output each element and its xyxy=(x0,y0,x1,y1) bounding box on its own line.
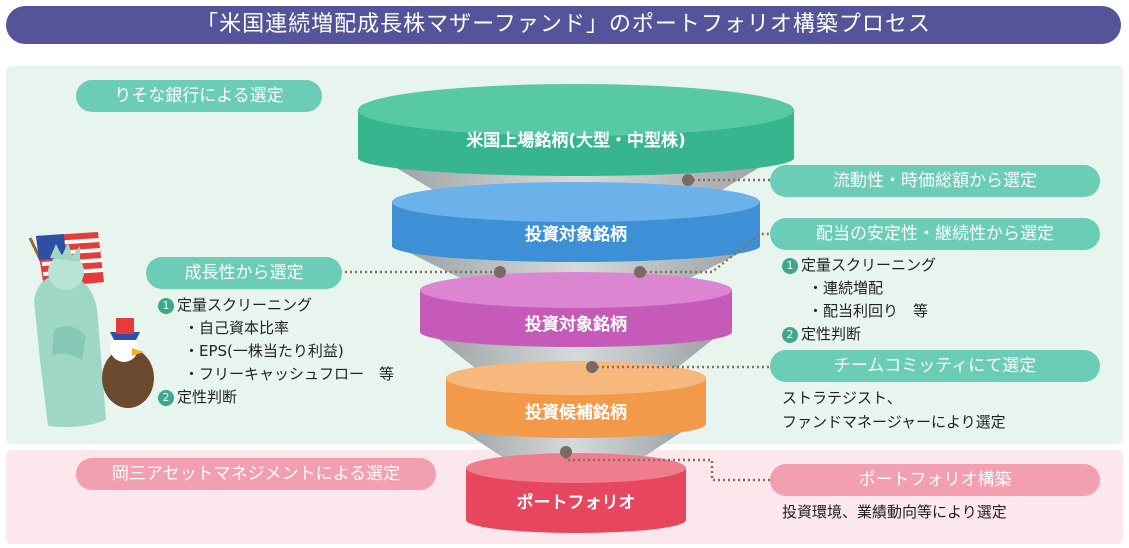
committee-notes: ストラテジスト、 ファンドマネージャーにより選定 xyxy=(782,389,1006,431)
portfolio-build-notes: 投資環境、業績動向等により選定 xyxy=(782,503,1007,521)
funnel-label-2: 投資対象銘柄 xyxy=(525,224,627,245)
step-dividend-label: 配当の安定性・継続性から選定 xyxy=(770,218,1100,250)
number-1-badge: 1 xyxy=(158,298,174,314)
funnel-label-3: 投資対象銘柄 xyxy=(525,314,627,335)
funnel-label-5: ポートフォリオ xyxy=(517,492,636,513)
step-portfolio-build-label: ポートフォリオ構築 xyxy=(770,464,1100,496)
funnel-stage-1 xyxy=(358,84,794,176)
funnel-label-1: 米国上場銘柄(大型・中型株) xyxy=(466,130,686,151)
resona-label: りそな銀行による選定 xyxy=(76,80,322,112)
funnel-stage-5 xyxy=(466,453,686,533)
funnel-stage-2 xyxy=(392,182,760,262)
statue-of-liberty-mascot xyxy=(28,232,154,428)
number-2-badge: 2 xyxy=(158,390,174,406)
funnel-label-4: 投資候補銘柄 xyxy=(525,402,627,423)
okasan-label: 岡三アセットマネジメントによる選定 xyxy=(76,458,436,490)
step-committee-label: チームコミッティにて選定 xyxy=(770,350,1100,382)
connector-dots xyxy=(494,174,694,458)
step-growth-label: 成長性から選定 xyxy=(146,257,342,289)
funnel-stage-4 xyxy=(446,361,706,438)
step-liquidity-label: 流動性・時価総額から選定 xyxy=(770,165,1100,197)
page-title: 「米国連続増配成長株マザーファンド」のポートフォリオ構築プロセス xyxy=(6,6,1121,44)
funnel-stage-3 xyxy=(420,272,732,347)
number-2-badge: 2 xyxy=(782,327,798,343)
number-1-badge: 1 xyxy=(782,258,798,274)
